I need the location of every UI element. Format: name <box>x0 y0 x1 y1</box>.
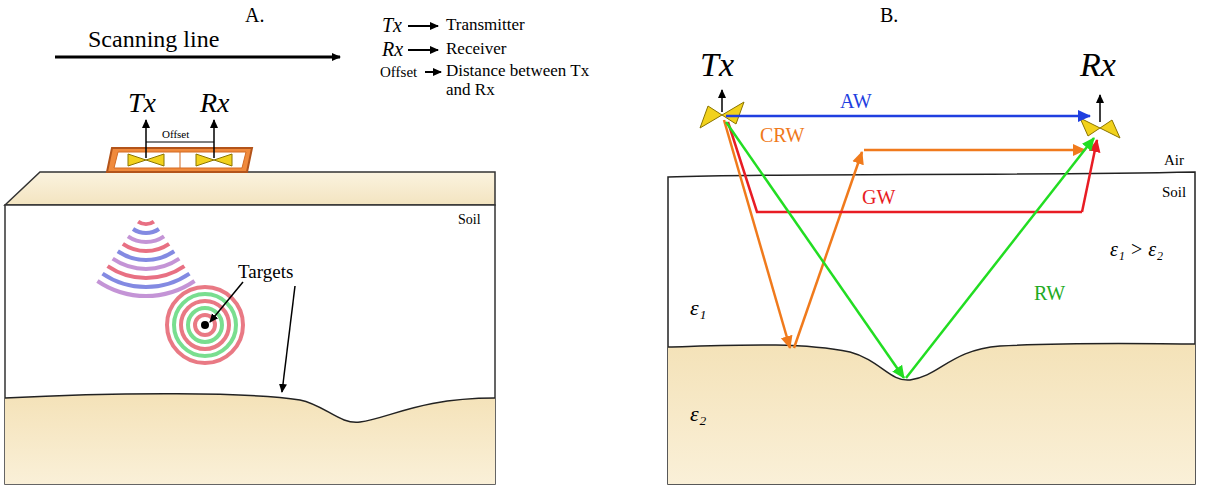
label: A. <box>245 4 264 26</box>
label: Receiver <box>446 40 506 59</box>
drawing-part <box>55 56 340 59</box>
label: Distance between Tx and Rx <box>446 62 596 99</box>
drawing-part <box>114 152 246 168</box>
drawing-part <box>213 120 215 158</box>
label: Air <box>1164 152 1184 169</box>
label: Tx <box>382 14 402 36</box>
drawing-part <box>724 120 790 348</box>
drawing-part <box>668 344 1195 485</box>
drawing-part <box>210 282 243 322</box>
drawing-part <box>726 115 1090 118</box>
label: Offset <box>380 64 417 81</box>
drawing-part <box>118 251 174 260</box>
drawing-part <box>138 222 154 224</box>
label: Transmitter <box>446 16 525 35</box>
drawing-part <box>5 205 495 484</box>
label: AW <box>840 90 872 112</box>
label: ε₁ <box>690 296 706 320</box>
label: Soil <box>1162 184 1186 201</box>
drawing-part <box>668 344 1195 381</box>
drawing-part <box>728 122 1082 212</box>
drawing-part <box>97 281 194 296</box>
label: Scanning line <box>88 26 219 52</box>
drawing-part <box>167 287 243 363</box>
drawing-part <box>864 149 1085 152</box>
drawing-part <box>195 315 215 335</box>
drawing-part <box>425 71 441 73</box>
drawing-part <box>97 222 243 363</box>
drawing-part <box>408 49 438 51</box>
label: Rx <box>200 88 230 119</box>
label: CRW <box>760 124 804 146</box>
drawing-part <box>668 172 1195 484</box>
drawing-part <box>1099 95 1101 122</box>
drawing-part <box>123 244 169 251</box>
drawing-part <box>201 321 209 329</box>
label: Targets <box>238 262 293 283</box>
drawing-part <box>174 294 236 356</box>
drawing-part <box>5 394 495 423</box>
drawing-part <box>282 286 295 392</box>
drawing-part <box>721 90 723 112</box>
drawing-part <box>5 172 495 205</box>
label: Rx <box>1080 46 1116 83</box>
drawing-part <box>5 394 495 484</box>
drawing-part <box>113 259 180 269</box>
drawing-part <box>146 142 214 143</box>
label: ε₁ > ε₂ <box>1110 238 1163 260</box>
drawing-part <box>794 152 862 348</box>
label: Rx <box>382 38 403 60</box>
drawing-part <box>726 122 904 378</box>
drawing-part <box>145 120 147 158</box>
label: Tx <box>700 46 734 83</box>
drawing-part <box>906 138 1094 378</box>
drawing-part <box>108 266 185 278</box>
label: GW <box>862 186 895 208</box>
drawing-part <box>133 229 159 233</box>
label: B. <box>880 4 898 26</box>
label: ε₂ <box>690 402 706 426</box>
drawing-part <box>107 148 252 172</box>
drawing-part <box>103 274 190 287</box>
drawing-part <box>128 236 164 242</box>
label: Offset <box>162 128 189 140</box>
label: Tx <box>128 88 156 119</box>
drawing-part <box>1080 118 1120 138</box>
label: RW <box>1034 282 1065 304</box>
drawing-part <box>408 25 438 27</box>
label: Soil <box>458 212 481 227</box>
drawing-part <box>180 152 181 168</box>
